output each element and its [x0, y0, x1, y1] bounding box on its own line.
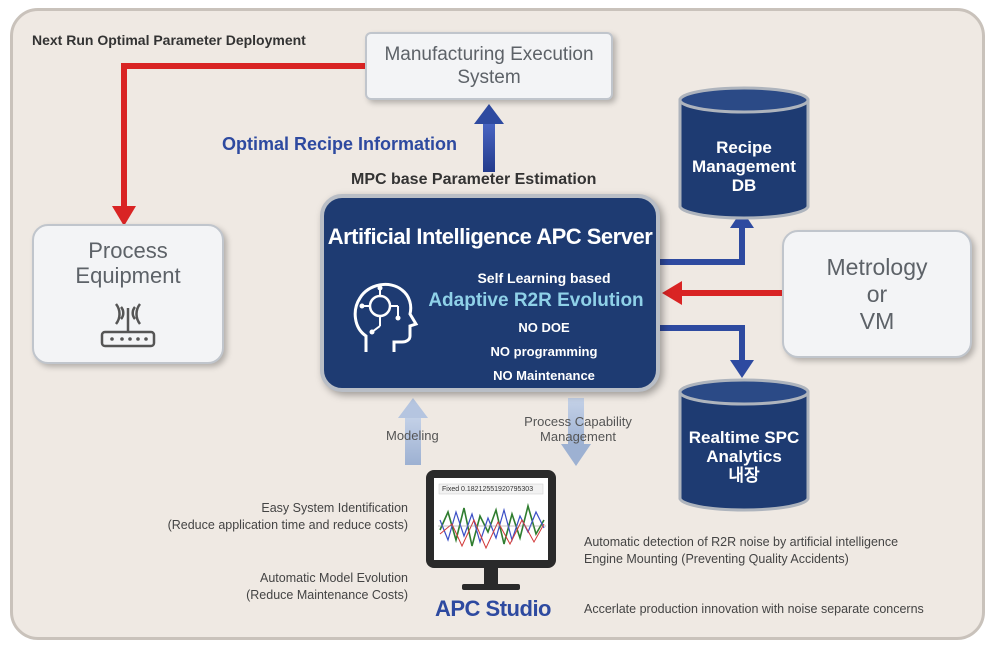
pale-arrow-capability	[561, 398, 591, 466]
note-right-2-line1: Accerlate production innovation with noi…	[584, 602, 924, 616]
note-left-2-line2: (Reduce Maintenance Costs)	[246, 588, 408, 602]
spc-db-label: Realtime SPC Analytics 내장	[676, 428, 812, 485]
process-equipment-box: Process Equipment	[32, 224, 224, 364]
optimal-recipe-label: Optimal Recipe Information	[222, 134, 458, 154]
note-right-1: Automatic detection of R2R noise by arti…	[584, 534, 898, 568]
recipe-db-cylinder	[678, 86, 810, 220]
monitor-icon	[426, 470, 556, 590]
recipe-db-line2: Management	[692, 157, 796, 176]
modeling-label: Modeling	[386, 428, 439, 443]
apc-studio-label: APC Studio	[435, 596, 552, 621]
server-bullet-1: NO DOE	[518, 320, 570, 335]
spc-db-cylinder	[678, 378, 810, 512]
note-right-1-line1: Automatic detection of R2R noise by arti…	[584, 535, 899, 549]
red-arrow-metrology	[662, 281, 782, 305]
metro-line3: VM	[859, 307, 895, 334]
note-left-1-line1: Easy System Identification	[261, 501, 408, 515]
recipe-db-label: Recipe Management DB	[680, 138, 808, 195]
recipe-db-line1: Recipe	[716, 138, 772, 157]
spc-db-line3: 내장	[728, 466, 760, 485]
note-left-2: Automatic Model Evolution (Reduce Mainte…	[246, 570, 408, 604]
monitor-series-3	[439, 518, 545, 550]
mes-box: Manufacturing Execution System	[365, 32, 613, 100]
mpc-label: MPC base Parameter Estimation	[351, 171, 597, 188]
red-arrow-deployment	[112, 63, 365, 226]
next-run-label: Next Run Optimal Parameter Deployment	[32, 32, 306, 48]
spc-db-line2: Analytics	[706, 447, 782, 466]
process-capability-label: Process Capability Management	[524, 414, 632, 444]
note-left-2-line1: Automatic Model Evolution	[260, 571, 408, 585]
apc-server-box: Artificial Intelligence APC Server Self …	[320, 194, 660, 392]
mes-line1: Manufacturing Execution	[384, 44, 594, 65]
monitor-legend: Fixed 0.18212551920795303	[442, 486, 534, 493]
metro-line1: Metrology	[826, 253, 928, 280]
note-right-2: Accerlate production innovation with noi…	[584, 601, 924, 618]
server-bullet-2: NO programming	[490, 344, 598, 359]
note-right-1-line2: Engine Mounting (Preventing Quality Acci…	[584, 552, 849, 566]
server-subtitle: Self Learning based	[477, 270, 611, 286]
ai-head-icon	[353, 282, 419, 352]
metrology-box: Metrology or VM	[782, 230, 972, 358]
process-line2: Equipment	[75, 263, 181, 288]
recipe-db-line3: DB	[731, 176, 757, 195]
blue-arrow-optimal-recipe	[474, 104, 504, 172]
note-left-1-line2: (Reduce application time and reduce cost…	[167, 518, 408, 532]
blue-arrow-to-spc-db	[660, 325, 754, 378]
process-line1: Process	[88, 238, 168, 263]
spc-db-line1: Realtime SPC	[688, 428, 800, 447]
router-icon	[100, 303, 156, 348]
server-bullet-3: NO Maintenance	[493, 368, 595, 383]
pale-arrow-modeling	[398, 398, 428, 465]
server-highlight: Adaptive R2R Evolution	[428, 290, 644, 311]
server-title: Artificial Intelligence APC Server	[327, 224, 653, 249]
note-left-1: Easy System Identification (Reduce appli…	[168, 500, 408, 534]
metro-line2: or	[866, 280, 888, 307]
mes-line2: System	[457, 67, 521, 88]
